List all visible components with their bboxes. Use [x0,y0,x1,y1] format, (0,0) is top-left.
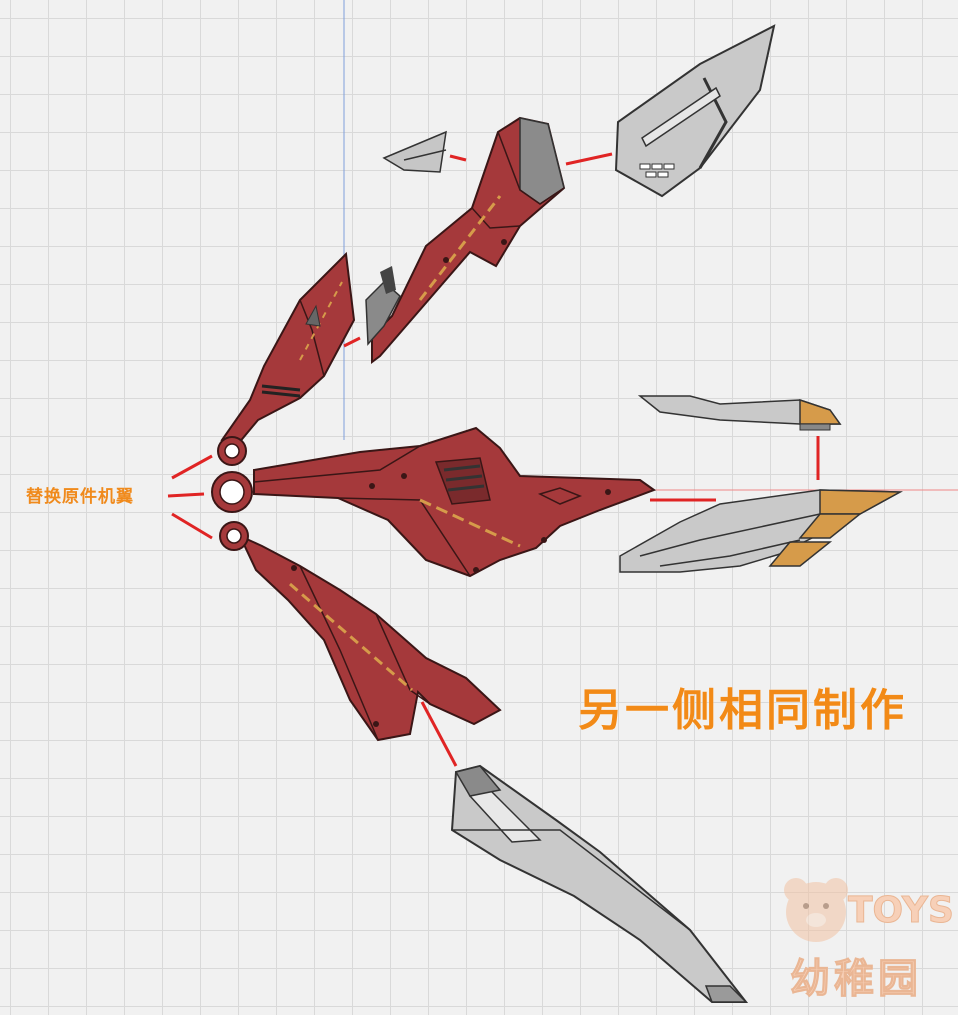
top-red-wing [365,116,566,364]
bear-logo-icon [784,878,848,942]
center-red-wing [253,426,657,578]
right-grey-blades [619,395,903,573]
watermark-cn: 幼稚园 [790,956,922,1003]
other-side-label: 另一侧相同制作 [578,685,907,736]
bottom-grey-blade [450,764,749,1003]
joint-rings [211,436,253,551]
upper-left-red-wing [220,251,356,446]
small-grey-tip [382,130,447,173]
replace-wing-label: 替换原件机翼 [26,487,134,507]
watermark-toys: TOYS [848,890,955,932]
upper-grey-blade [614,24,776,198]
lower-red-wing [237,533,502,742]
connector-lines [167,152,820,767]
